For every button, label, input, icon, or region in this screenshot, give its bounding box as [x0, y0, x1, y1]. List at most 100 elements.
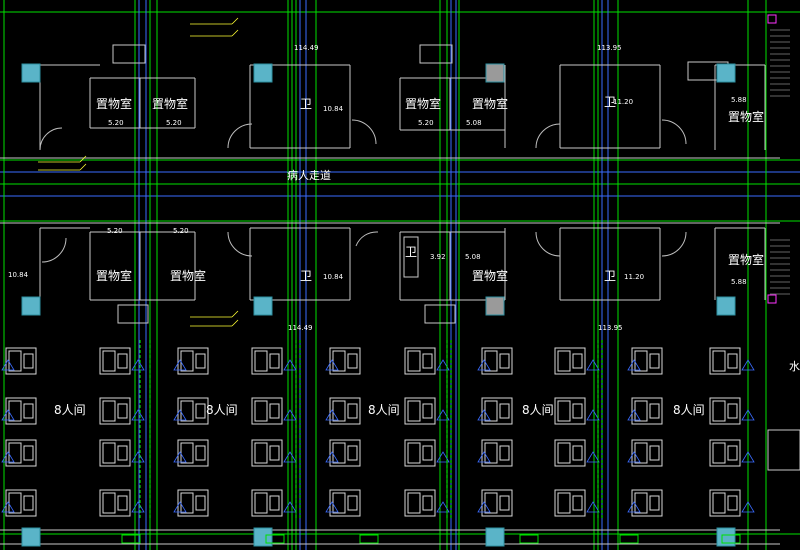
bed-frame — [329, 347, 361, 375]
bed-frame — [481, 397, 513, 425]
room-label-bottom-1: 置物室 — [96, 268, 132, 283]
bed-frame — [329, 489, 361, 517]
room-label-bottom-3: 卫 — [300, 269, 312, 283]
bed-mattress — [712, 492, 726, 514]
bed-mattress — [102, 442, 116, 464]
bed-mattress — [634, 492, 648, 514]
bed-pillow — [23, 353, 34, 369]
hospital-bed-icon — [173, 439, 209, 467]
bed-pillow — [269, 353, 280, 369]
bed-frame — [554, 489, 586, 517]
bed-mattress — [254, 492, 268, 514]
bed-frame — [404, 439, 436, 467]
bed-frame — [329, 397, 361, 425]
bed-frame — [709, 489, 741, 517]
bed-curtain-icon — [325, 359, 339, 371]
magenta-marker — [767, 294, 777, 304]
bed-pillow — [572, 403, 583, 419]
bed-curtain-icon — [325, 451, 339, 463]
bed-mattress — [484, 442, 498, 464]
bed-frame — [404, 397, 436, 425]
room-area-bottom-6: 11.20 — [624, 273, 644, 281]
bed-frame — [5, 489, 37, 517]
hospital-bed-icon — [251, 397, 297, 425]
bed-curtain-icon — [1, 409, 15, 421]
area-label-bottom-left: 114.49 — [288, 324, 313, 332]
hospital-bed-icon — [404, 489, 450, 517]
bed-mattress — [484, 492, 498, 514]
hospital-bed-icon — [99, 397, 145, 425]
equipment-box — [767, 429, 800, 471]
hospital-bed-icon — [627, 347, 663, 375]
hospital-bed-icon — [709, 397, 755, 425]
bed-pillow — [195, 495, 206, 511]
bed-frame — [709, 439, 741, 467]
hospital-bed-icon — [709, 347, 755, 375]
structural-column-icon — [485, 63, 505, 83]
hospital-bed-icon — [99, 489, 145, 517]
ward-label-2: 8人间 — [206, 403, 238, 417]
bed-pillow — [117, 445, 128, 461]
door-swing-icon — [39, 127, 63, 151]
hospital-bed-icon — [251, 439, 297, 467]
bed-frame — [99, 397, 131, 425]
bed-pillow — [347, 403, 358, 419]
bed-pillow — [499, 495, 510, 511]
bed-mattress — [8, 350, 22, 372]
vent-grille — [121, 534, 141, 544]
bed-mattress — [254, 442, 268, 464]
room-area-bottom-5: 5.08 — [465, 253, 481, 261]
cabinet-outline — [112, 44, 146, 64]
bed-frame — [631, 397, 663, 425]
ward-label-4: 8人间 — [522, 403, 554, 417]
corridor-label: 病人走道 — [287, 168, 331, 182]
area-label-bottom-right: 113.95 — [598, 324, 623, 332]
hospital-bed-icon — [1, 489, 37, 517]
bed-mattress — [8, 442, 22, 464]
ward-label-1: 8人间 — [54, 403, 86, 417]
hospital-bed-icon — [99, 347, 145, 375]
bed-frame — [99, 489, 131, 517]
room-area-bottom-7: 5.88 — [731, 278, 747, 286]
bed-pillow — [195, 353, 206, 369]
area-label-top-right: 113.95 — [597, 44, 622, 52]
bed-mattress — [557, 442, 571, 464]
bed-frame — [554, 347, 586, 375]
label-layer: 病人走道 114.49 113.95 114.49 113.95 10.84 水… — [8, 44, 800, 417]
bed-mattress — [634, 350, 648, 372]
bed-curtain-icon — [436, 409, 450, 421]
bed-pillow — [499, 403, 510, 419]
room-label-top-3: 卫 — [300, 97, 312, 111]
bed-pillow — [649, 495, 660, 511]
bed-frame — [709, 397, 741, 425]
structural-column-icon — [485, 527, 505, 547]
door-swing-icon — [351, 119, 377, 145]
bed-pillow — [499, 353, 510, 369]
bed-mattress — [254, 350, 268, 372]
annotation-leader — [231, 310, 239, 318]
bed-mattress — [8, 492, 22, 514]
door-swing-icon — [227, 231, 253, 257]
bed-mattress — [180, 350, 194, 372]
bed-curtain-icon — [283, 451, 297, 463]
hospital-bed-icon — [554, 439, 600, 467]
bed-frame — [631, 347, 663, 375]
bed-frame — [251, 397, 283, 425]
bed-mattress — [407, 492, 421, 514]
room-area-top-4: 5.20 — [418, 119, 434, 127]
bed-pillow — [499, 445, 510, 461]
bed-pillow — [727, 495, 738, 511]
hospital-bed-icon — [477, 439, 513, 467]
area-label-left-edge: 10.84 — [8, 271, 29, 279]
hospital-bed-icon — [554, 397, 600, 425]
bed-curtain-icon — [586, 501, 600, 513]
bed-pillow — [347, 353, 358, 369]
bed-mattress — [102, 350, 116, 372]
room-label-bottom-7: 置物室 — [728, 252, 764, 267]
door-swing-icon — [355, 231, 379, 247]
hospital-bed-icon — [251, 347, 297, 375]
bed-mattress — [712, 442, 726, 464]
vent-grille — [265, 534, 285, 544]
bed-frame — [554, 439, 586, 467]
